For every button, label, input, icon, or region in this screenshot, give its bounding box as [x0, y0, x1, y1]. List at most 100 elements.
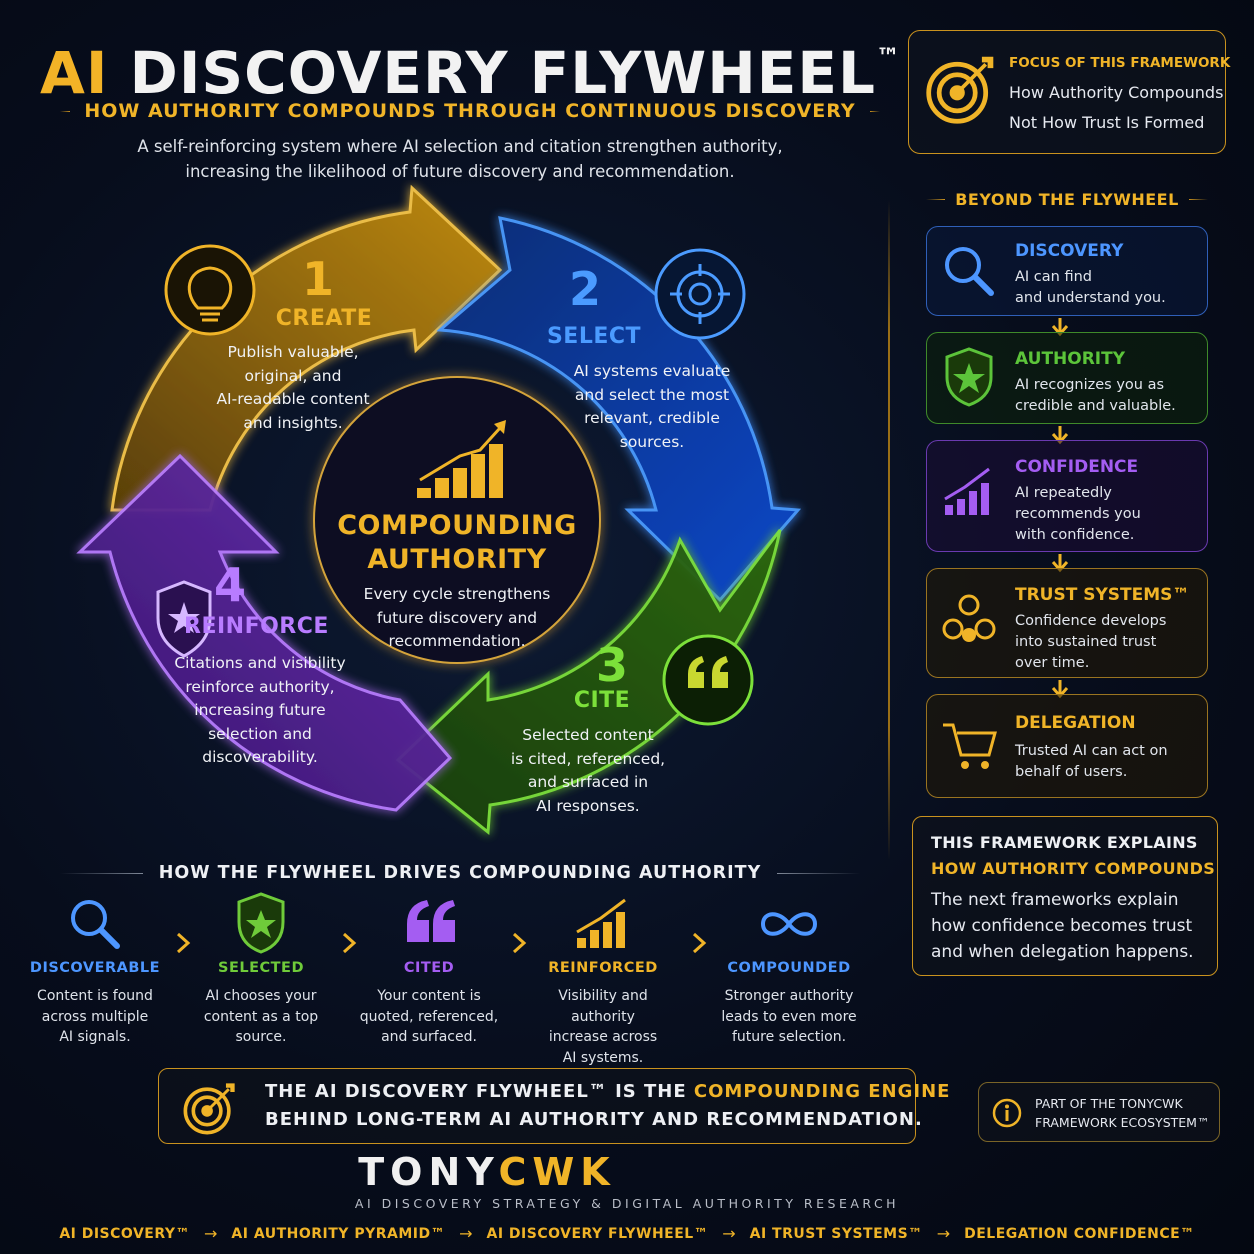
ecosystem-line-2: FRAMEWORK ECOSYSTEM™ — [1035, 1115, 1210, 1130]
framework-breadcrumb: AI DISCOVERY™ → AI AUTHORITY PYRAMID™ → … — [0, 1224, 1254, 1243]
segment-4-text-line: discoverability. — [202, 748, 318, 766]
card-text-line: over time. — [1015, 655, 1090, 671]
segment-3-number: 3 — [595, 638, 628, 692]
explain-body: The next frameworks explain how confiden… — [931, 887, 1211, 965]
focus-line-1: How Authority Compounds — [1009, 83, 1224, 102]
segment-4-text: Citations and visibility reinforce autho… — [170, 652, 350, 770]
segment-reinforce — [76, 453, 453, 812]
banner-highlight: COMPOUNDING ENGINE — [693, 1081, 951, 1102]
card-text-line: with confidence. — [1015, 527, 1135, 543]
card-text-line: Trusted AI can act on — [1015, 743, 1168, 759]
segment-2-title: SELECT — [546, 324, 642, 349]
subtitle-divider-right — [869, 110, 881, 112]
card-discovery-title: DISCOVERY — [1015, 241, 1124, 261]
card-trust-systems: TRUST SYSTEMS™ Confidence develops into … — [926, 568, 1208, 678]
segment-4-text-line: reinforce authority, — [185, 677, 335, 696]
segment-3-title: CITE — [573, 688, 631, 713]
brand-part-2: CWK — [498, 1150, 616, 1194]
segment-4-text-line: Citations and visibility — [174, 654, 346, 672]
step-discoverable: DISCOVERABLE Content is found across mul… — [20, 892, 170, 1048]
explain-body-line: and when delegation happens. — [931, 942, 1194, 962]
chevron-right-icon — [342, 932, 357, 954]
card-text-line: credible and valuable. — [1015, 398, 1176, 414]
growth-chart-icon — [944, 467, 990, 515]
infinity-icon — [760, 912, 818, 936]
crosshair-target-icon — [654, 248, 746, 340]
step-title: CITED — [403, 960, 455, 976]
shield-star-icon — [945, 347, 993, 407]
breadcrumb-item[interactable]: AI DISCOVERY FLYWHEEL™ — [486, 1225, 709, 1242]
segment-2-text-line: and select the most — [574, 385, 730, 404]
ecosystem-line-1: PART OF THE TONYCWK — [1035, 1096, 1183, 1111]
explain-line-2: HOW AUTHORITY COMPOUNDS — [931, 859, 1216, 878]
step-text-line: Your content is — [377, 988, 481, 1004]
banner-line-2: BEHIND LONG-TERM AI AUTHORITY AND RECOMM… — [265, 1109, 923, 1130]
segment-select — [436, 216, 802, 603]
step-reinforced: REINFORCED Visibility and authority incr… — [526, 892, 680, 1068]
step-text-line: source. — [235, 1029, 287, 1045]
step-text-line: AI signals. — [59, 1029, 131, 1045]
arrow-right-icon: → — [722, 1224, 736, 1243]
banner-line-1-text: THE AI DISCOVERY FLYWHEEL™ IS THE — [265, 1081, 694, 1102]
segment-3-text-line: AI responses. — [536, 796, 640, 815]
card-text-line: recommends you — [1015, 506, 1141, 522]
card-text-line: Confidence develops — [1015, 613, 1167, 629]
segment-2-text-line: AI systems evaluate — [573, 362, 731, 380]
step-text-line: content as a top — [203, 1008, 319, 1025]
step-selected: SELECTED AI chooses your content as a to… — [186, 892, 336, 1048]
chevron-right-icon — [692, 932, 707, 954]
breadcrumb-item[interactable]: DELEGATION CONFIDENCE™ — [964, 1225, 1195, 1242]
segment-3-text-line: is cited, referenced, — [510, 749, 666, 768]
breadcrumb-item[interactable]: AI TRUST SYSTEMS™ — [749, 1225, 923, 1242]
segment-2-text: AI systems evaluate and select the most … — [562, 360, 742, 454]
card-trust-text: Confidence develops into sustained trust… — [1015, 611, 1200, 674]
segment-4-text-line: increasing future — [194, 701, 326, 719]
segment-2-text-line: relevant, credible — [584, 409, 720, 427]
chevron-right-icon — [512, 932, 527, 954]
step-text-line: increase across — [548, 1029, 658, 1045]
segment-3-text-line: Selected content — [522, 726, 654, 744]
breadcrumb-item[interactable]: AI AUTHORITY PYRAMID™ — [231, 1225, 446, 1242]
explain-line-1: THIS FRAMEWORK EXPLAINS — [931, 833, 1198, 852]
beyond-divider-right — [1188, 198, 1209, 200]
cart-icon — [943, 723, 997, 769]
step-text-line: AI chooses your — [205, 988, 317, 1004]
center-title-2: AUTHORITY — [367, 544, 547, 575]
subtitle-divider-left — [60, 110, 71, 112]
step-text-line: Stronger authority — [724, 988, 854, 1004]
info-icon — [992, 1098, 1022, 1128]
step-text: Content is found across multiple AI sign… — [20, 986, 170, 1048]
step-title: SELECTED — [218, 960, 304, 976]
focus-label: FOCUS OF THIS FRAMEWORK — [1009, 55, 1231, 71]
breadcrumb-item[interactable]: AI DISCOVERY™ — [59, 1225, 190, 1242]
how-divider-left — [60, 872, 143, 874]
explain-body-line: The next frameworks explain — [931, 890, 1179, 910]
subtitle: HOW AUTHORITY COMPOUNDS THROUGH CONTINUO… — [84, 100, 856, 122]
card-confidence-text: AI repeatedly recommends you with confid… — [1015, 483, 1200, 546]
segment-4-title: REINFORCE — [184, 614, 329, 639]
segment-4-number: 4 — [213, 558, 246, 612]
center-text-line: recommendation. — [388, 632, 526, 650]
shield-star-icon — [156, 580, 212, 658]
card-text-line: behalf of users. — [1015, 764, 1128, 780]
segment-1-text-line: AI-readable content — [216, 390, 370, 408]
quote-icon — [407, 900, 455, 942]
intro-line-2: increasing the likelihood of future disc… — [185, 162, 735, 181]
target-icon — [183, 1083, 235, 1135]
brand-part-1: TONY — [358, 1150, 499, 1194]
main-title: AI DISCOVERY FLYWHEEL™ — [40, 22, 900, 108]
magnifier-icon — [71, 900, 120, 949]
step-title: DISCOVERABLE — [29, 960, 161, 976]
ecosystem-box: PART OF THE TONYCWK FRAMEWORK ECOSYSTEM™ — [978, 1082, 1220, 1142]
step-text-line: across multiple — [41, 1008, 149, 1025]
segment-3-text: Selected content is cited, referenced, a… — [498, 724, 678, 818]
step-text: Stronger authority leads to even more fu… — [714, 986, 864, 1048]
step-text-line: quoted, referenced, — [359, 1008, 499, 1025]
target-icon — [926, 56, 994, 124]
card-confidence: CONFIDENCE AI repeatedly recommends you … — [926, 440, 1208, 552]
explain-body-line: how confidence becomes trust — [931, 916, 1193, 936]
how-title: HOW THE FLYWHEEL DRIVES COMPOUNDING AUTH… — [158, 863, 762, 883]
step-text-line: and surfaced. — [381, 1029, 477, 1045]
segment-1-text-line: Publish valuable, — [227, 343, 359, 361]
arrow-right-icon: → — [936, 1224, 951, 1243]
